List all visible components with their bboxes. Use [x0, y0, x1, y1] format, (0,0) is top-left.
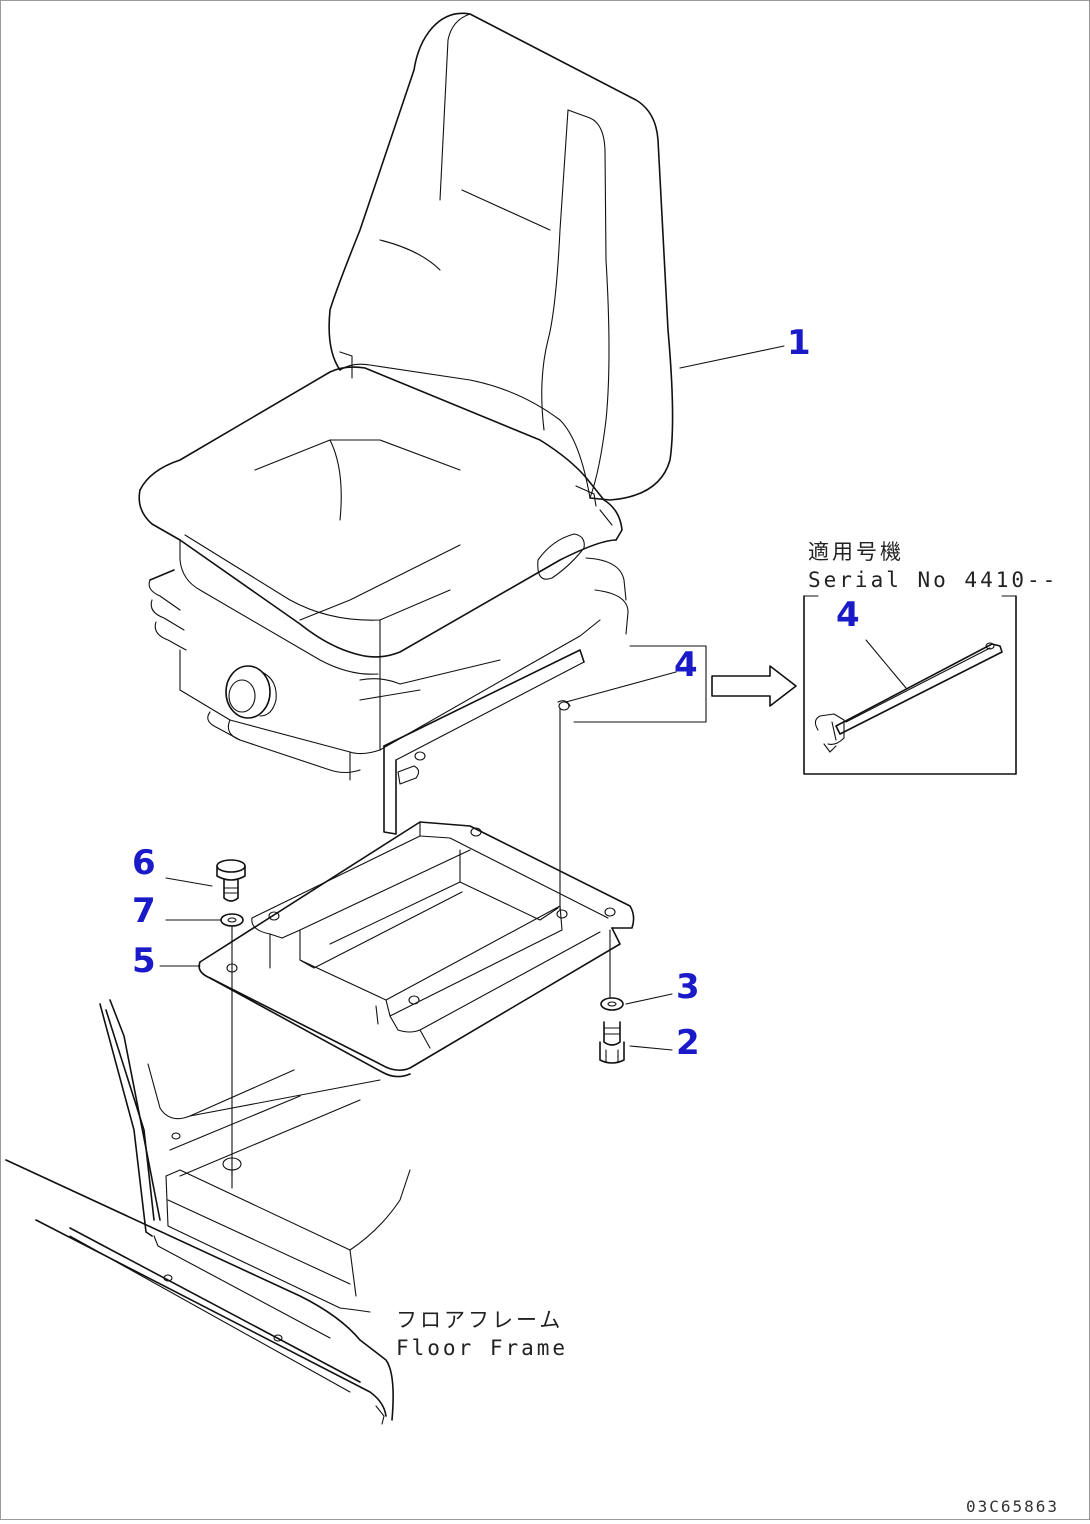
serial-inset [803, 595, 1017, 775]
callout-3: 3 [676, 967, 700, 1007]
callout-5: 5 [132, 941, 156, 981]
callout-leaders [159, 345, 785, 1051]
slide-rail [383, 649, 585, 835]
floor-frame [5, 999, 411, 1425]
bolt-6-icon [216, 859, 246, 902]
floor-frame-label-jp: フロアフレーム [396, 1308, 564, 1332]
seat-cushion [138, 366, 623, 675]
seat-suspension [148, 557, 629, 781]
inset-label-en: Serial No 4410-- [808, 568, 1059, 592]
drawing-code: 03C65863 [966, 1497, 1060, 1516]
washer-7-icon [220, 913, 244, 927]
adjustment-knob-icon [225, 665, 277, 719]
callout-4-inset: 4 [836, 595, 860, 635]
bolt-2-icon [599, 1021, 625, 1064]
base-plate [198, 821, 635, 1078]
callout-7: 7 [132, 891, 156, 931]
callout-4-main: 4 [674, 645, 698, 685]
seat-backrest [328, 12, 674, 507]
floor-frame-label-en: Floor Frame [396, 1336, 569, 1360]
callout-6: 6 [132, 843, 156, 883]
callout-1: 1 [787, 323, 811, 363]
callout-2: 2 [676, 1023, 700, 1063]
inset-label-jp: 適用号機 [808, 540, 904, 564]
washer-3-icon [600, 997, 624, 1011]
arrow-to-inset-icon [711, 665, 797, 707]
callout-4-bracket [565, 645, 707, 723]
